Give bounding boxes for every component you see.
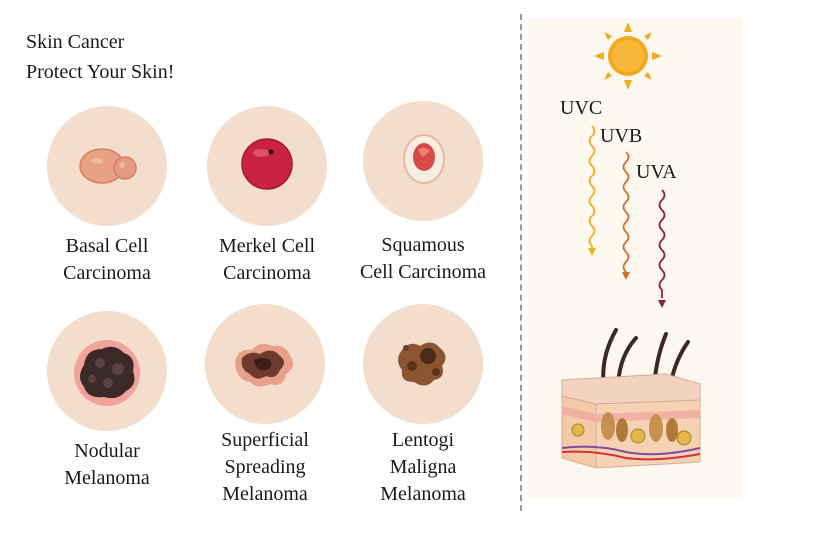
uva-wave: [658, 189, 666, 298]
lesion-label-line-3: Melanoma: [222, 483, 308, 505]
squamous-cell-lesion-icon: [363, 101, 483, 221]
basal-cell-lesion-icon: [47, 106, 167, 226]
uvb-wave: [622, 151, 630, 278]
uvb-label: UVB: [600, 125, 643, 147]
uvc-arrowhead: [588, 248, 596, 256]
nodular-melanoma-lesion-icon: [47, 311, 167, 431]
lesion-label-line-2: Carcinoma: [63, 262, 151, 284]
uvc-wave: [588, 125, 596, 254]
lesion-label-line-1: Lentogi: [391, 429, 455, 451]
lesion-label-line-1: Nodular: [74, 440, 140, 462]
lentigo-maligna-lesion-icon: [363, 304, 483, 424]
superficial-spreading-lesion-icon: [205, 304, 325, 424]
merkel-cell-lesion-icon: [207, 106, 327, 226]
lesion-basal-cell-carcinoma: Basal Cell Carcinoma: [22, 100, 192, 340]
lesion-superficial-spreading-melanoma: Superficial Spreading Melanoma: [180, 300, 350, 540]
lesion-label-line-1: Squamous: [381, 234, 465, 256]
uva-label: UVA: [636, 161, 677, 183]
uv-rays: [588, 125, 666, 308]
title-line-1: Skin Cancer: [26, 31, 125, 53]
lesion-label-line-3: Melanoma: [380, 483, 466, 505]
lesion-lentigo-maligna-melanoma: Lentogi Maligna Melanoma: [338, 300, 508, 540]
lesion-label-line-2: Melanoma: [64, 467, 150, 489]
lesion-label-line-2: Spreading: [224, 456, 306, 478]
lesion-label-line-1: Basal Cell: [65, 235, 149, 257]
lesion-label-line-2: Cell Carcinoma: [359, 261, 487, 283]
uva-arrowhead: [658, 300, 666, 308]
lesion-label-line-1: Merkel Cell: [218, 235, 316, 257]
lesion-label-line-1: Superficial: [221, 429, 309, 451]
lesion-nodular-melanoma: Nodular Melanoma: [22, 305, 192, 545]
lesion-label-line-2: Maligna: [389, 456, 457, 478]
lesion-squamous-cell-carcinoma: Squamous Cell Carcinoma: [338, 95, 508, 335]
sun-icon: [594, 22, 662, 90]
lesion-label-line-2: Carcinoma: [223, 262, 311, 284]
title-line-2: Protect Your Skin!: [26, 61, 175, 83]
panel-divider: [520, 14, 522, 511]
skin-cross-section-icon: [561, 328, 701, 469]
lesion-merkel-cell-carcinoma: Merkel Cell Carcinoma: [182, 100, 352, 340]
uvc-label: UVC: [560, 97, 603, 119]
uvb-arrowhead: [622, 272, 630, 280]
page-title: Skin Cancer Protect Your Skin!: [26, 27, 174, 87]
